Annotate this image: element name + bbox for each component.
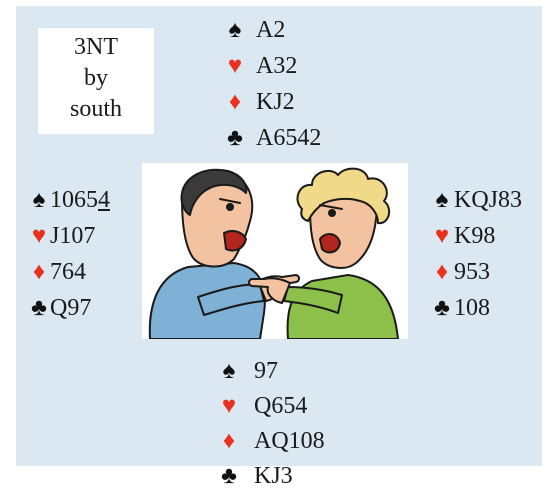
south-diamonds: AQ108	[254, 428, 325, 454]
south-clubs-row: ♣ KJ3	[214, 459, 325, 494]
south-hearts-row: ♥ Q654	[214, 389, 325, 424]
south-diamonds-row: ♦ AQ108	[214, 424, 325, 459]
west-clubs: Q97	[50, 294, 92, 321]
north-hearts: A32	[256, 52, 298, 79]
west-spades-underlined-card: 4	[98, 186, 110, 213]
west-diamonds-row: ♦ 764	[28, 254, 110, 290]
diamond-icon: ♦	[32, 258, 46, 285]
south-hand: ♠ 97 ♥ Q654 ♦ AQ108 ♣ KJ3	[214, 354, 325, 494]
west-clubs-row: ♣ Q97	[28, 290, 110, 326]
east-spades-row: ♠ KQJ83	[430, 182, 522, 218]
south-hearts: Q654	[254, 393, 308, 419]
east-hearts-row: ♥ K98	[430, 218, 522, 254]
diamond-icon: ♦	[435, 258, 449, 285]
heart-icon: ♥	[221, 393, 237, 419]
west-spades: 10654	[50, 186, 110, 213]
north-clubs: A6542	[256, 124, 322, 151]
north-clubs-row: ♣ A6542	[220, 120, 321, 156]
spade-icon: ♠	[32, 186, 46, 213]
north-hearts-row: ♥ A32	[220, 48, 321, 84]
east-hand: ♠ KQJ83 ♥ K98 ♦ 953 ♣ 108	[430, 182, 522, 326]
heart-icon: ♥	[31, 222, 47, 249]
east-spades: KQJ83	[454, 186, 523, 213]
contract-level: 3NT	[74, 34, 118, 60]
arguing-men-icon	[148, 167, 399, 340]
south-spades: 97	[254, 358, 278, 384]
spade-icon: ♠	[222, 358, 236, 384]
east-clubs-row: ♣ 108	[430, 290, 522, 326]
east-clubs: 108	[454, 294, 490, 321]
east-diamonds-row: ♦ 953	[430, 254, 522, 290]
heart-icon: ♥	[434, 222, 450, 249]
contract-by: by	[84, 65, 108, 91]
south-clubs: KJ3	[254, 463, 293, 489]
club-icon: ♣	[434, 294, 450, 321]
heart-icon: ♥	[227, 52, 243, 79]
west-spades-row: ♠ 10654	[28, 182, 110, 218]
west-diamonds: 764	[50, 258, 86, 285]
west-hearts: J107	[50, 222, 96, 249]
north-diamonds-row: ♦ KJ2	[220, 84, 321, 120]
contract-declarer: south	[69, 96, 122, 122]
north-diamonds: KJ2	[256, 88, 295, 115]
east-diamonds: 953	[454, 258, 490, 285]
club-icon: ♣	[31, 294, 47, 321]
north-hand: ♠ A2 ♥ A32 ♦ KJ2 ♣ A6542	[220, 12, 321, 156]
east-hearts: K98	[454, 222, 496, 249]
arguing-men-illustration	[142, 163, 408, 340]
diamond-icon: ♦	[222, 428, 236, 454]
contract-box: 3NT by south	[38, 28, 154, 134]
west-hand: ♠ 10654 ♥ J107 ♦ 764 ♣ Q97	[28, 182, 110, 326]
north-spades-row: ♠ A2	[220, 12, 321, 48]
south-spades-row: ♠ 97	[214, 354, 325, 389]
club-icon: ♣	[221, 463, 237, 489]
spade-icon: ♠	[228, 16, 242, 43]
diamond-icon: ♦	[228, 88, 242, 115]
spade-icon: ♠	[435, 186, 449, 213]
club-icon: ♣	[227, 124, 243, 151]
north-spades: A2	[256, 16, 286, 43]
west-hearts-row: ♥ J107	[28, 218, 110, 254]
